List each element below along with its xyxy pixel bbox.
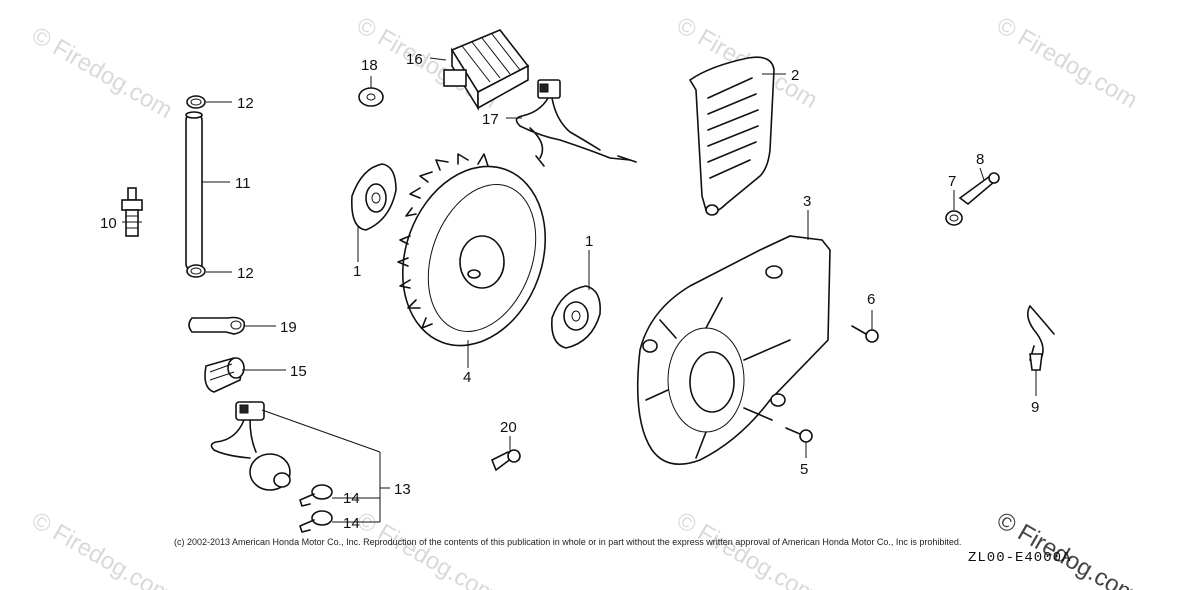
part-12-clip-top xyxy=(186,95,206,109)
callout-19: 19 xyxy=(280,319,297,336)
callout-1-upper: 1 xyxy=(353,263,361,280)
diagram-code: ZL00-E4000A xyxy=(968,550,1072,566)
part-12-clip-bottom xyxy=(186,264,206,278)
part-10-nipple xyxy=(121,187,143,237)
callout-10: 10 xyxy=(100,215,117,232)
callout-12-bottom: 12 xyxy=(237,265,254,282)
part-18-washer xyxy=(358,87,384,107)
part-13-switch xyxy=(210,401,291,491)
part-14-key-a xyxy=(299,484,333,507)
part-16-regulator xyxy=(443,29,530,111)
part-4-flywheel xyxy=(397,153,547,347)
callout-15: 15 xyxy=(290,363,307,380)
callout-9: 9 xyxy=(1031,399,1039,416)
callout-12-top: 12 xyxy=(237,95,254,112)
watermark-dark: © Firedog.com xyxy=(992,507,1142,590)
part-15-cap xyxy=(204,357,245,393)
part-5-bolt xyxy=(785,427,813,443)
leader-lines xyxy=(122,57,1037,523)
callouts: 12 11 12 10 19 15 13 14 14 18 16 17 1 1 … xyxy=(100,51,1039,532)
part-3-shroud xyxy=(636,235,831,466)
part-14-key-b xyxy=(299,510,333,533)
callout-5: 5 xyxy=(800,461,808,478)
callout-1-lower: 1 xyxy=(585,233,593,250)
part-8-pin xyxy=(958,172,1000,206)
watermark: © Firedog.com xyxy=(27,22,177,124)
callout-13: 13 xyxy=(394,481,411,498)
watermark: © Firedog.com xyxy=(27,507,177,590)
part-17-harness xyxy=(515,79,637,167)
callout-16: 16 xyxy=(406,51,423,68)
callout-2: 2 xyxy=(791,67,799,84)
watermark: © Firedog.com xyxy=(992,12,1142,114)
part-20-bolt xyxy=(490,449,521,472)
callout-20: 20 xyxy=(500,419,517,436)
part-2-cover xyxy=(688,56,775,216)
callout-4: 4 xyxy=(463,369,471,386)
callout-3: 3 xyxy=(803,193,811,210)
callout-17: 17 xyxy=(482,111,499,128)
callout-8: 8 xyxy=(976,151,984,168)
part-11-tube xyxy=(185,111,203,271)
callout-7: 7 xyxy=(948,173,956,190)
watermark: © Firedog.com xyxy=(672,507,822,590)
watermark: © Firedog.com xyxy=(352,507,502,590)
callout-6: 6 xyxy=(867,291,875,308)
part-1-plate-upper xyxy=(350,163,397,231)
copyright-notice: (c) 2002-2013 American Honda Motor Co., … xyxy=(174,537,962,547)
part-1-plate-lower xyxy=(550,285,602,349)
callout-14-b: 14 xyxy=(343,515,360,532)
callout-14-a: 14 xyxy=(343,490,360,507)
part-6-bolt xyxy=(851,325,879,343)
part-9-clip xyxy=(1026,305,1055,371)
callout-18: 18 xyxy=(361,57,378,74)
part-19-terminal xyxy=(188,316,246,335)
part-7-collar xyxy=(945,210,963,226)
callout-11: 11 xyxy=(235,175,251,192)
